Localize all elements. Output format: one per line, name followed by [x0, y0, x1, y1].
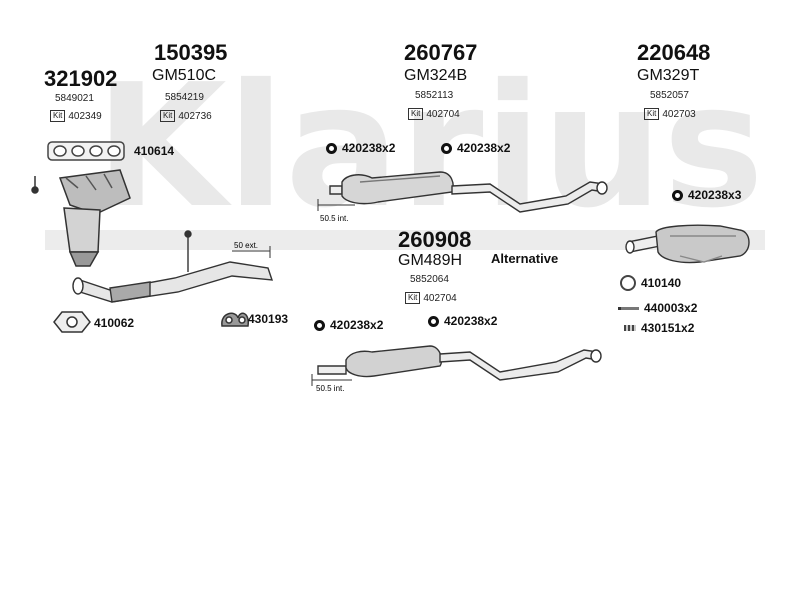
ring-rear: 410140: [620, 275, 681, 291]
part-code-260908: 260908: [398, 227, 472, 252]
clamp-icon: [326, 142, 337, 154]
part-label-flange-gasket: 410062: [94, 316, 135, 330]
front-downpipe-drawing: [72, 230, 274, 303]
clamp-icon: [672, 189, 683, 201]
part-subcode: GM489H: [398, 252, 463, 269]
kit-ref: Kit 402349: [50, 110, 102, 122]
spring-rear-label: 430151x2: [641, 321, 695, 335]
kit-icon: Kit: [405, 292, 421, 304]
ring-rear-label: 410140: [641, 276, 682, 290]
spring-icon: [624, 325, 636, 331]
alternative-label: Alternative: [491, 251, 559, 266]
kit-ref: Kit 402704: [405, 292, 457, 304]
clamp-lower-right: 420238x2: [428, 314, 497, 328]
part-code-220648: 220648: [637, 40, 711, 65]
watermark-logo: Klarius: [95, 48, 764, 246]
part-code-260767: 260767: [404, 40, 478, 65]
clamp-lower-left-label: 420238x2: [330, 318, 384, 332]
manifold-gasket-drawing: [47, 141, 125, 161]
rubber-mount-icon: [221, 312, 249, 327]
rear-muffler-drawing: [625, 224, 750, 264]
kit-ref: Kit 402704: [408, 108, 460, 120]
oem-ref: 5849021: [55, 93, 94, 104]
clamp-lower-right-label: 420238x2: [444, 314, 498, 328]
kit-ref: Kit 402703: [644, 108, 696, 120]
oem-ref: 5852113: [415, 90, 454, 101]
clamp-icon: [441, 142, 452, 154]
bolt-rear-label: 440003x2: [644, 301, 698, 315]
kit-number: 402736: [178, 110, 212, 122]
clamp-upper-left: 420238x2: [326, 141, 395, 155]
kit-icon: Kit: [408, 108, 424, 120]
part-subcode: GM329T: [637, 67, 700, 84]
measure-downpipe: 50 ext.: [234, 241, 258, 250]
kit-icon: Kit: [644, 108, 660, 120]
clamp-lower-left: 420238x2: [314, 318, 383, 332]
oem-ref: 5852057: [650, 90, 689, 101]
spring-rear: 430151x2: [624, 321, 694, 335]
part-subcode: GM324B: [404, 67, 468, 84]
kit-number: 402703: [662, 108, 696, 120]
ring-icon: [620, 275, 636, 291]
kit-number: 402349: [68, 110, 102, 122]
measure-upper-muffler: 50.5 int.: [320, 214, 348, 223]
clamp-rear: 420238x3: [672, 188, 741, 202]
clamp-rear-label: 420238x3: [688, 188, 742, 202]
flange-gasket-icon: [53, 311, 91, 333]
part-code-150395: 150395: [154, 40, 228, 65]
kit-icon: Kit: [50, 110, 66, 122]
kit-icon: Kit: [160, 110, 176, 122]
lower-alternative-muffler-drawing: [311, 345, 602, 386]
clamp-upper-right-label: 420238x2: [457, 141, 511, 155]
oem-ref: 5852064: [410, 274, 449, 285]
part-subcode: GM510C: [152, 67, 217, 84]
kit-number: 402704: [426, 108, 460, 120]
bolt-rear: 440003x2: [618, 301, 697, 315]
kit-number: 402704: [423, 292, 457, 304]
part-label-manifold-gasket: 410614: [134, 144, 175, 158]
upper-middle-muffler-drawing: [317, 171, 608, 213]
clamp-upper-left-label: 420238x2: [342, 141, 396, 155]
clamp-upper-right: 420238x2: [441, 141, 510, 155]
bolt-icon: [618, 306, 639, 310]
clamp-icon: [314, 319, 325, 331]
oem-ref: 5854219: [165, 92, 204, 103]
kit-ref: Kit 402736: [160, 110, 212, 122]
part-label-rubber-mount: 430193: [248, 312, 289, 326]
manifold-catalyst-drawing: [31, 169, 131, 267]
part-code-321902: 321902: [44, 66, 118, 91]
measure-lower-muffler: 50.5 int.: [316, 384, 344, 393]
clamp-icon: [428, 315, 439, 327]
watermark-bar: [45, 230, 765, 250]
